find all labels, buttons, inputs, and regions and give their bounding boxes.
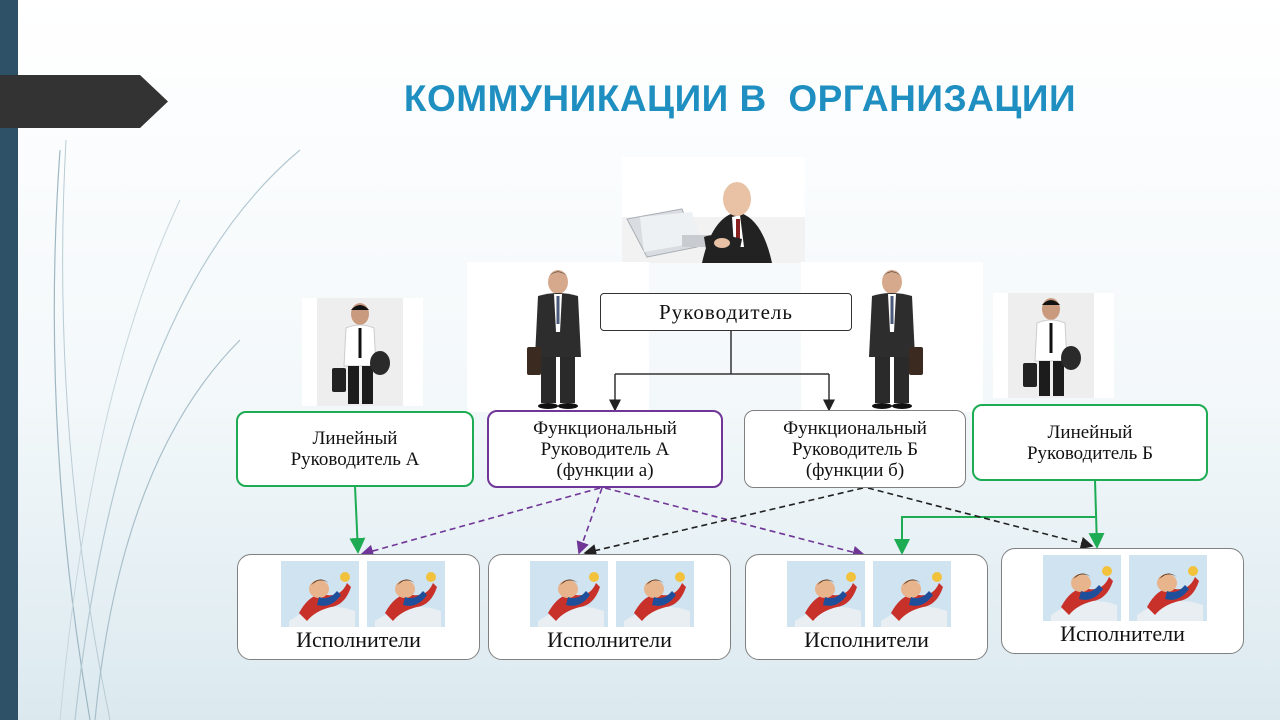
executors-label: Исполнители — [1060, 621, 1185, 646]
executors-label: Исполнители — [547, 627, 672, 652]
superhero-icon — [367, 561, 445, 627]
title-arrow-shape — [0, 75, 168, 128]
executors-group-4: Исполнители — [1001, 548, 1244, 654]
func-a-to-exec-3-arrow — [604, 487, 866, 559]
functional-manager-a-box: Функциональный Руководитель А (функции а… — [487, 410, 723, 488]
line-manager-b-photo — [993, 293, 1114, 398]
line-manager-a-label: Линейный Руководитель А — [290, 428, 420, 470]
functional-manager-a-photo — [467, 262, 649, 412]
line-b-to-exec-3-arrow — [894, 516, 1095, 555]
superhero-icon — [1043, 555, 1121, 621]
func-b-to-exec-4-arrow — [867, 487, 1094, 550]
head-manager-box: Руководитель — [600, 293, 852, 331]
superhero-icon — [616, 561, 694, 627]
line-manager-a-box: Линейный Руководитель А — [236, 411, 474, 487]
line-a-to-exec-1-arrow — [349, 485, 366, 554]
executors-group-2: Исполнители — [488, 554, 731, 660]
executors-group-1: Исполнители — [237, 554, 480, 660]
decorative-swooshes — [53, 139, 301, 720]
head-manager-label: Руководитель — [659, 299, 793, 324]
func-b-to-exec-2-arrow — [583, 487, 864, 557]
superhero-icon — [787, 561, 865, 627]
superhero-icon — [281, 561, 359, 627]
superhero-icon — [1129, 555, 1207, 621]
executors-label: Исполнители — [804, 627, 929, 652]
left-accent-bar — [0, 0, 18, 720]
superhero-icon — [873, 561, 951, 627]
line-manager-b-box: Линейный Руководитель Б — [972, 404, 1208, 481]
functional-manager-b-box: Функциональный Руководитель Б (функции б… — [744, 410, 966, 488]
superhero-icon — [530, 561, 608, 627]
head-manager-photo — [622, 157, 805, 263]
executors-group-3: Исполнители — [745, 554, 988, 660]
functional-manager-a-label: Функциональный Руководитель А (функции а… — [533, 417, 677, 481]
line-b-to-exec-4-arrow — [1088, 479, 1105, 549]
line-manager-a-photo — [302, 298, 423, 406]
line-manager-b-label: Линейный Руководитель Б — [1026, 421, 1153, 464]
func-a-to-exec-2-arrow — [576, 487, 603, 555]
func-a-to-exec-1-arrow — [360, 487, 601, 558]
slide-title: КОММУНИКАЦИИ В ОРГАНИЗАЦИИ — [403, 78, 1077, 119]
functional-manager-b-label: Функциональный Руководитель Б (функции б… — [783, 417, 927, 481]
executors-label: Исполнители — [296, 627, 421, 652]
functional-manager-b-photo — [801, 262, 983, 412]
